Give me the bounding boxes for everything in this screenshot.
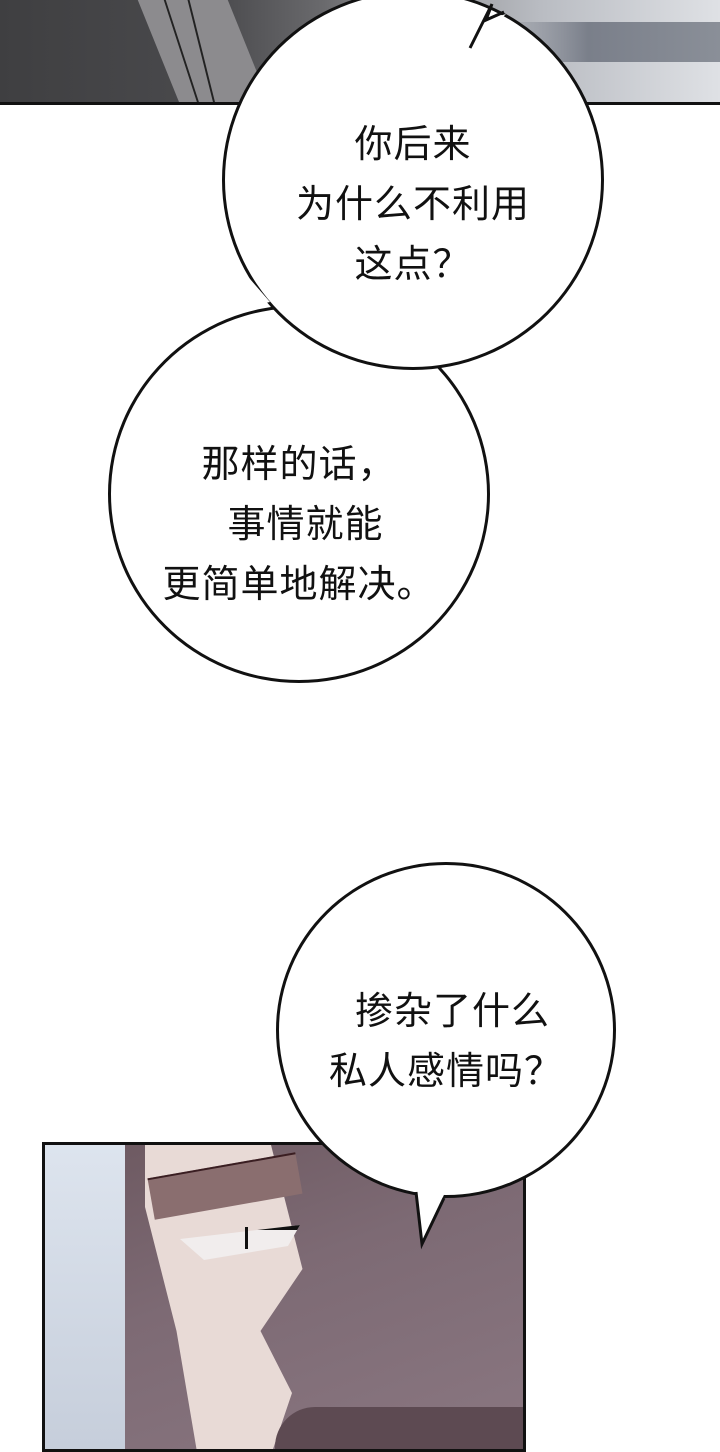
speech-bubble-1: 你后来 为什么不利用 这点？: [222, 0, 604, 370]
bubble-1-tail-icon: [468, 2, 506, 50]
bubble-1-text: 你后来 为什么不利用 这点？: [295, 122, 530, 286]
bubble-2-text: 那样的话， 事情就能 更简单地解决。: [162, 442, 436, 606]
bubble-2-connector-icon: [230, 256, 270, 310]
pupil: [245, 1227, 248, 1249]
speech-bubble-3: 掺杂了什么 私人感情吗？: [276, 862, 616, 1198]
mustache: [275, 1407, 523, 1449]
bubble-3-text: 掺杂了什么 私人感情吗？: [328, 989, 563, 1093]
bubble-3-tail-icon: [414, 1182, 446, 1250]
